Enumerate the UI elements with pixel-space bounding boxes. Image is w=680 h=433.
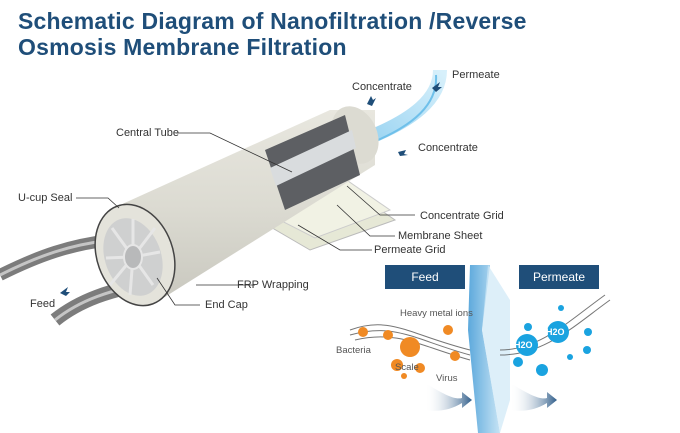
label-concentrate-grid: Concentrate Grid xyxy=(420,210,504,222)
page-title: Schematic Diagram of Nanofiltration /Rev… xyxy=(18,8,527,60)
label-frp-wrapping: FRP Wrapping xyxy=(237,279,309,291)
permeate-arrow xyxy=(510,383,557,411)
title-line-2: Osmosis Membrane Filtration xyxy=(18,34,347,60)
label-heavy-metal-ions: Heavy metal ions xyxy=(400,308,473,319)
permeate-box: Permeate xyxy=(519,265,599,289)
water-molecules xyxy=(513,305,592,376)
feed-arrow xyxy=(425,383,472,411)
label-scale: Scale xyxy=(395,362,419,373)
permeate-outflow xyxy=(372,69,447,142)
label-permeate-grid: Permeate Grid xyxy=(374,244,446,256)
label-h2o-2: H2O xyxy=(546,327,565,337)
label-bacteria: Bacteria xyxy=(336,345,371,356)
leader-lines xyxy=(76,132,415,306)
membrane-glass xyxy=(468,265,500,433)
contaminants xyxy=(358,325,460,379)
label-permeate-top: Permeate xyxy=(452,69,500,81)
title-line-1: Schematic Diagram of Nanofiltration /Rev… xyxy=(18,8,527,34)
label-virus: Virus xyxy=(436,373,458,384)
flow-arrows xyxy=(60,82,442,296)
label-concentrate-top: Concentrate xyxy=(352,81,412,93)
label-central-tube: Central Tube xyxy=(116,127,179,139)
label-u-cup-seal: U-cup Seal xyxy=(18,192,73,204)
label-end-cap: End Cap xyxy=(205,299,248,311)
label-feed: Feed xyxy=(30,298,56,310)
label-membrane-sheet: Membrane Sheet xyxy=(398,230,483,242)
label-h2o-1: H2O xyxy=(514,340,533,350)
feed-box: Feed xyxy=(385,265,465,289)
label-concentrate-right: Concentrate xyxy=(418,142,478,154)
